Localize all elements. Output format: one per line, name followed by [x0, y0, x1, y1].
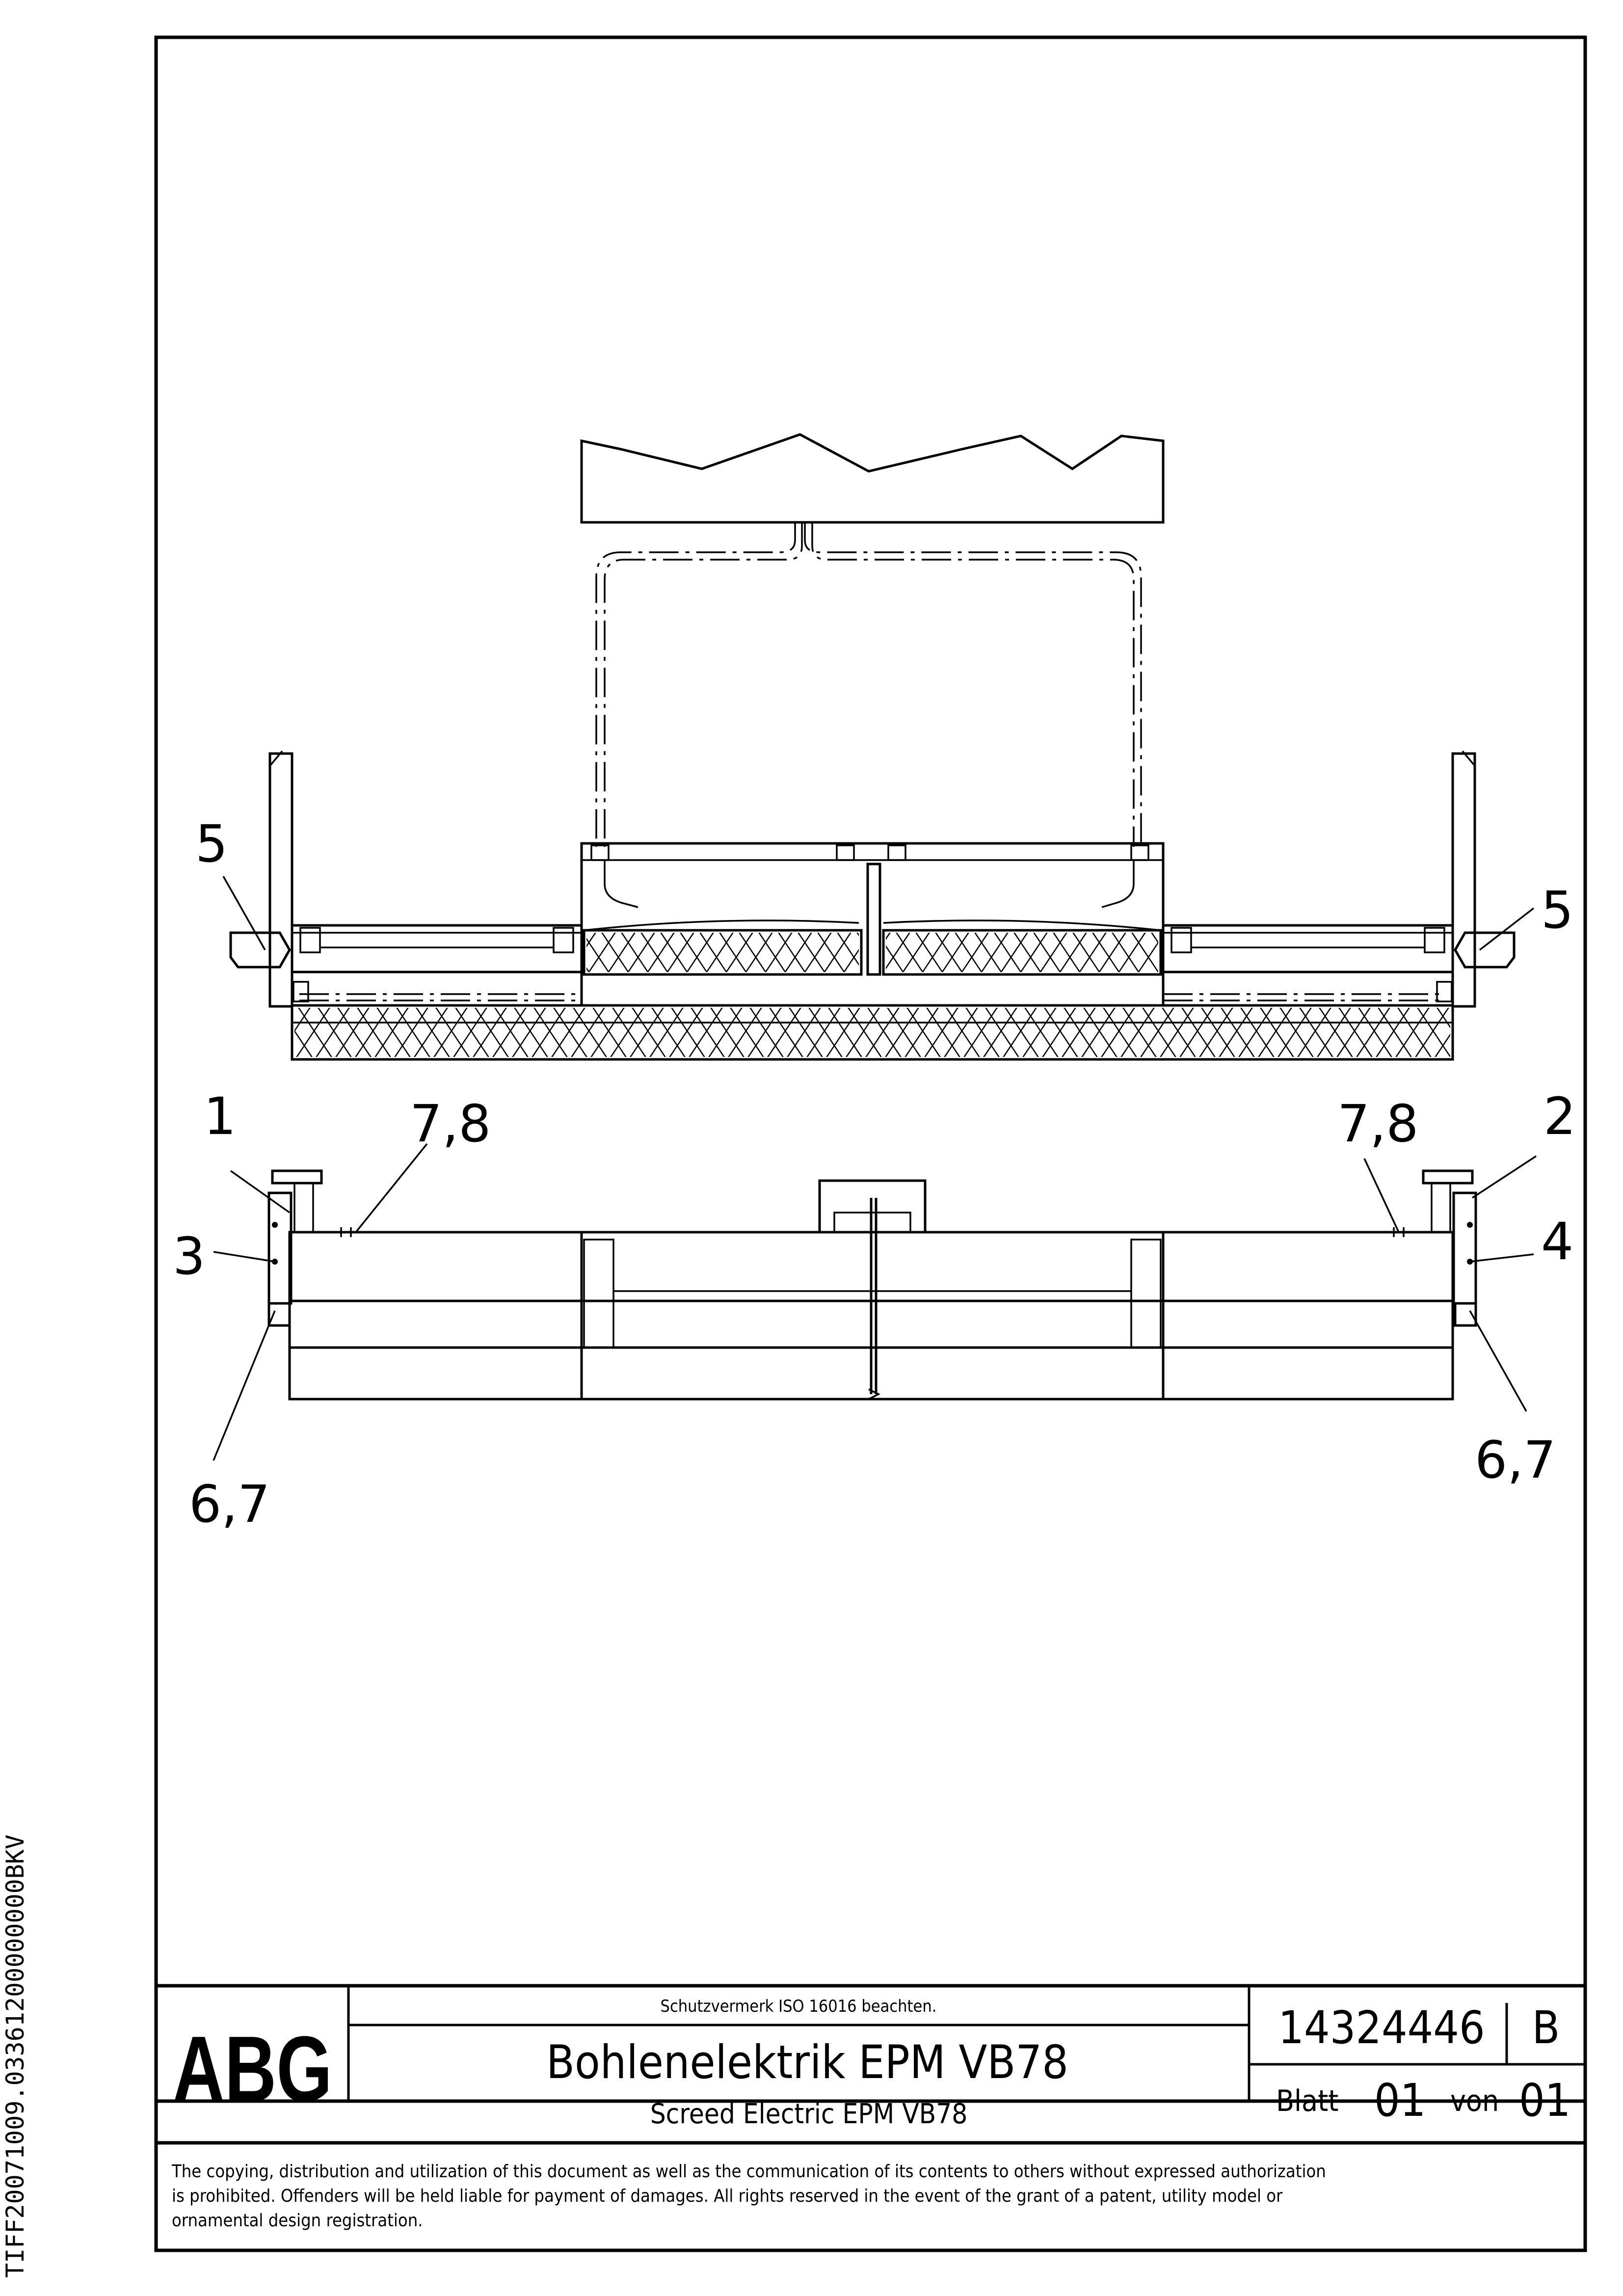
- sheet-number: 01: [1374, 2074, 1426, 2127]
- legal-notice: The copying, distribution and utilizatio…: [156, 2141, 1585, 2231]
- company-logo: ABG: [173, 2017, 332, 2121]
- connector-plug-left: [229, 931, 291, 969]
- callout-7-8-left: 7,8: [410, 1094, 491, 1154]
- callout-2: 2: [1543, 1086, 1576, 1146]
- callout-6-7-left: 6,7: [189, 1474, 270, 1534]
- title-english: Screed Electric EPM VB78: [650, 2098, 968, 2130]
- legal-line-2: is prohibited. Offenders will be held li…: [172, 2186, 1283, 2206]
- connector-plug-right: [1454, 931, 1516, 969]
- tractor-outline: [580, 433, 1165, 524]
- center-bracket: [818, 1179, 927, 1232]
- revision: B: [1532, 2001, 1560, 2054]
- drawing-frame: [154, 35, 1587, 2252]
- callout-6-7-right: 6,7: [1475, 1430, 1556, 1490]
- of-label: von: [1450, 2084, 1499, 2118]
- callout-7-8-right: 7,8: [1337, 1094, 1418, 1154]
- side-connector-right: [1452, 1191, 1477, 1305]
- end-plate-left: [268, 752, 293, 1008]
- side-code: TIFF20071009.03361200000000BKV: [1, 1835, 29, 2278]
- heating-box-right: [882, 929, 1162, 976]
- callout-numbers: 5 5 1 7,8 3 7,8 2 4 6,7 6,7: [173, 814, 1576, 1534]
- sheet-total: 01: [1519, 2074, 1570, 2127]
- cable-left-inner: [604, 522, 803, 847]
- callout-4: 4: [1541, 1212, 1573, 1271]
- callout-3: 3: [173, 1226, 205, 1286]
- title-german: Bohlenelektrik EPM VB78: [546, 2036, 1068, 2089]
- callout-leaders: [213, 876, 1537, 1461]
- drawing-number: 14324446: [1278, 2001, 1485, 2054]
- cable-right: [804, 522, 1142, 847]
- heating-box-left: [583, 929, 863, 976]
- end-plate-right: [1451, 752, 1476, 1008]
- side-view: [267, 1169, 1477, 1401]
- title-block: ABG Schutzvermerk ISO 16016 beachten. Bo…: [156, 1984, 1585, 2130]
- callout-5-right: 5: [1541, 880, 1573, 940]
- cable-left: [595, 522, 796, 847]
- top-view: [229, 433, 1516, 1061]
- callout-5-left: 5: [195, 814, 228, 874]
- legal-line-3: ornamental design registration.: [172, 2211, 423, 2231]
- side-connector-left: [267, 1191, 293, 1305]
- sheet-label: Blatt: [1276, 2084, 1338, 2118]
- cable-right-inner: [811, 522, 1135, 847]
- protection-note: Schutzvermerk ISO 16016 beachten.: [661, 1997, 937, 2016]
- callout-1: 1: [204, 1086, 236, 1146]
- legal-line-1: The copying, distribution and utilizatio…: [171, 2161, 1326, 2182]
- main-screed-frame: [580, 842, 1165, 1007]
